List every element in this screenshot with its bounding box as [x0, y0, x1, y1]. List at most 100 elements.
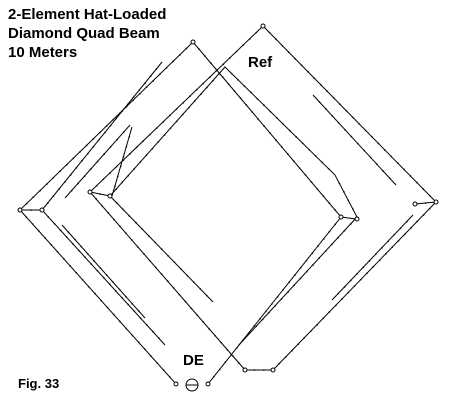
- segment-tick: [324, 250, 327, 252]
- segment-tick: [90, 263, 92, 265]
- segment-tick: [64, 181, 66, 183]
- segment-tick: [157, 141, 160, 143]
- segment-tick: [376, 163, 378, 165]
- segment-tick: [366, 272, 368, 274]
- segment-tick: [219, 368, 221, 371]
- node-de-bottom-left: [173, 381, 179, 387]
- segment-tick: [303, 337, 306, 339]
- segment-tick: [143, 253, 145, 255]
- segment-tick: [102, 276, 105, 279]
- node-de-right: [338, 214, 344, 220]
- segment-tick: [99, 193, 101, 195]
- segment-tick: [127, 103, 129, 106]
- segment-tick: [96, 185, 98, 187]
- title-line-3: 10 Meters: [8, 44, 78, 61]
- segment-tick: [327, 168, 330, 170]
- segment-tick: [121, 181, 123, 184]
- segment-tick: [424, 202, 427, 204]
- segment-tick: [416, 181, 418, 184]
- ref-hat-lower-right-dash: [331, 214, 414, 301]
- segment-tick: [208, 328, 210, 330]
- segment-tick: [109, 283, 111, 285]
- ref-hat-left: [109, 66, 358, 347]
- segment-tick: [169, 127, 172, 129]
- segment-tick: [268, 311, 270, 314]
- segment-tick: [106, 274, 108, 276]
- driven-element-label: DE: [183, 352, 204, 369]
- segment-tick: [112, 281, 114, 283]
- segment-tick: [162, 369, 165, 371]
- segment-tick: [416, 220, 418, 223]
- segment-tick: [72, 243, 74, 245]
- segment-tick: [155, 68, 158, 70]
- segment-tick: [193, 281, 195, 283]
- segment-tick: [334, 209, 336, 211]
- node-ref-top: [260, 23, 266, 29]
- segment-tick: [131, 334, 134, 337]
- segment-tick: [63, 258, 65, 260]
- segment-tick: [282, 123, 284, 125]
- segment-tick: [320, 84, 322, 86]
- node-de-left: [17, 207, 23, 213]
- segment-tick: [377, 142, 380, 145]
- segment-tick: [152, 80, 154, 82]
- segment-tick: [251, 111, 253, 113]
- segment-tick: [162, 121, 164, 123]
- segment-tick: [149, 133, 151, 136]
- segment-tick: [410, 227, 412, 229]
- segment-tick: [96, 160, 99, 163]
- segment-tick: [429, 207, 431, 210]
- segment-tick: [230, 72, 233, 75]
- segment-tick: [239, 97, 242, 99]
- segment-tick: [215, 70, 218, 72]
- segment-tick: [232, 355, 234, 358]
- segment-tick: [250, 91, 252, 94]
- segment-tick: [269, 110, 272, 113]
- segment-tick: [230, 354, 232, 356]
- segment-tick: [133, 310, 136, 312]
- segment-tick: [122, 156, 125, 158]
- segment-tick: [144, 348, 146, 350]
- segment-tick: [115, 188, 117, 190]
- segment-tick: [47, 202, 49, 204]
- segment-tick: [121, 297, 123, 299]
- segment-tick: [209, 76, 211, 78]
- segment-tick: [293, 284, 295, 286]
- segment-tick: [125, 327, 127, 330]
- segment-tick: [141, 228, 143, 230]
- segment-tick: [121, 110, 123, 113]
- segment-tick: [116, 165, 118, 168]
- segment-tick: [409, 175, 412, 177]
- segment-tick: [263, 125, 265, 127]
- segment-tick: [80, 245, 82, 248]
- segment-tick: [262, 318, 264, 321]
- segment-tick: [210, 62, 212, 64]
- segment-tick: [334, 223, 336, 226]
- segment-tick: [88, 286, 90, 288]
- segment-tick: [385, 253, 387, 255]
- segment-tick: [96, 270, 99, 272]
- segment-tick: [104, 131, 106, 134]
- segment-tick: [145, 86, 148, 88]
- segment-tick: [321, 161, 323, 164]
- segment-tick: [393, 234, 396, 236]
- segment-tick: [295, 136, 297, 138]
- segment-tick: [184, 300, 187, 303]
- segment-tick: [202, 321, 205, 323]
- segment-tick: [347, 291, 349, 294]
- segment-tick: [328, 311, 331, 313]
- segment-tick: [368, 260, 371, 262]
- segment-tick: [149, 259, 151, 262]
- segment-tick: [257, 118, 259, 120]
- segment-tick: [357, 142, 359, 145]
- segment-tick: [114, 185, 116, 187]
- segment-tick: [353, 285, 356, 287]
- segment-tick: [79, 151, 81, 153]
- segment-tick: [331, 243, 333, 246]
- segment-tick: [304, 174, 307, 176]
- segment-tick: [305, 260, 308, 262]
- segment-tick: [318, 257, 320, 259]
- segment-tick: [404, 233, 406, 236]
- segment-tick: [308, 149, 310, 151]
- segment-tick: [381, 247, 383, 249]
